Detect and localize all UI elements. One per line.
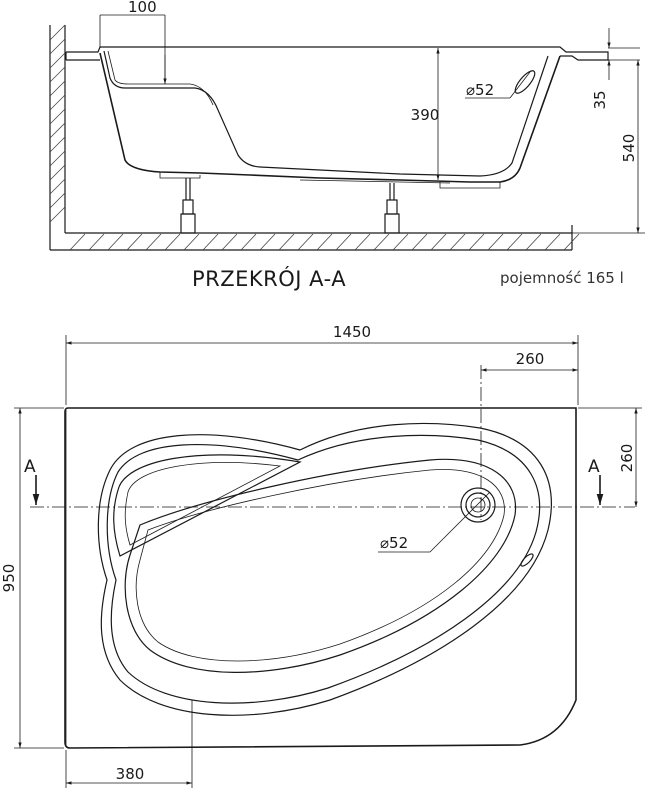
dim-seat-width: 380	[65, 700, 193, 788]
dim-35-label: 35	[591, 90, 609, 109]
dim-260-h-label: 260	[516, 350, 545, 368]
dim-seat-offset: 100	[99, 0, 167, 84]
dim-260-v-label: 260	[618, 444, 636, 473]
floor	[50, 225, 580, 251]
dim-950-label: 950	[0, 564, 18, 593]
svg-text:A: A	[24, 457, 36, 477]
dim-width: 950	[0, 407, 64, 749]
dim-390-label: 390	[411, 106, 440, 124]
right-leg	[384, 183, 400, 234]
section-title: PRZEKRÓJ A-A	[192, 266, 346, 291]
overflow	[520, 553, 534, 567]
dim-drain-x: 260	[481, 350, 578, 372]
capacity-label: pojemność 165 l	[500, 269, 624, 287]
dim-drain-dia: ⌀52	[378, 491, 491, 553]
dim-drain-dia-label: ⌀52	[380, 534, 408, 552]
tub-section	[65, 46, 609, 189]
basin-rim	[97, 422, 552, 716]
dim-380-label: 380	[116, 765, 145, 783]
dim-drain-y: 260	[578, 407, 642, 507]
dim-rim-overflow: 35	[591, 28, 640, 110]
section-marker-left: A	[24, 457, 40, 505]
svg-text:A: A	[588, 457, 600, 477]
section-view: 100 390 ⌀52 35 540 PRZEKRÓJ A-A pojemnoś…	[49, 0, 645, 291]
left-leg	[180, 178, 196, 234]
tub-outline	[64, 407, 577, 749]
seat	[113, 454, 302, 557]
dim-1450-label: 1450	[333, 323, 371, 341]
plan-view: A A 1450 260 260 950	[0, 323, 642, 788]
section-marker-right: A	[588, 457, 604, 505]
dim-depth: 390	[411, 48, 440, 180]
dim-overflow-label: ⌀52	[466, 81, 494, 99]
dim-540-label: 540	[620, 134, 638, 163]
dim-100-label: 100	[128, 0, 157, 16]
wall	[49, 24, 66, 250]
dim-length: 1450	[65, 323, 579, 405]
dim-total-height: 540	[572, 59, 645, 234]
drain	[460, 487, 496, 523]
